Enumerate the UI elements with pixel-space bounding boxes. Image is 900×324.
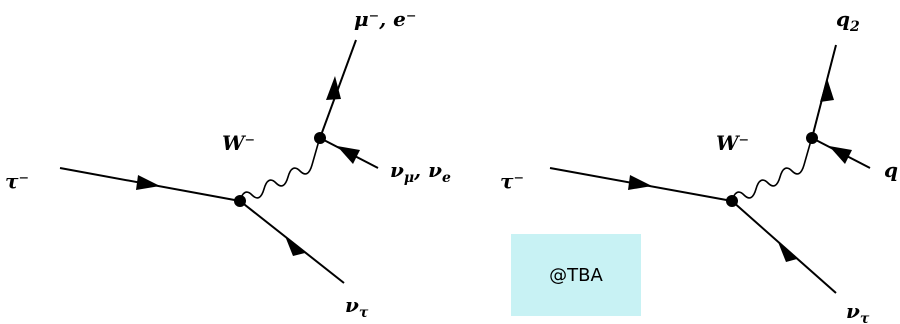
right-nutau-line [731,200,837,294]
left-nutau-arrow [285,236,305,256]
left-w-boson [239,136,321,202]
right-nutau-arrow [778,242,797,262]
left-antinu-arrow [337,146,360,164]
left-nutau-label: ντ [345,293,369,321]
right-vertex-w [806,132,818,144]
right-w-label: W⁻ [716,131,749,155]
left-tau-arrow [136,175,160,190]
right-diagram: τ⁻ W⁻ q2 q ντ [500,7,898,324]
right-tau-label: τ⁻ [500,169,524,193]
left-vertex-main [234,195,246,207]
right-vertex-main [726,195,738,207]
left-lepton-arrow [326,76,341,100]
right-q2-arrow [820,78,834,102]
left-w-label: W⁻ [222,131,255,155]
left-tau-label: τ⁻ [5,169,29,193]
right-q-arrow [829,146,852,164]
right-q-label: q [884,158,898,182]
tba-note-box: @TBA [511,234,641,316]
left-lepton-label: μ⁻, e⁻ [354,7,416,31]
left-diagram: τ⁻ W⁻ μ⁻, e⁻ νμ, νe ντ [5,7,451,321]
right-q2-label: q2 [836,7,860,35]
right-w-boson [731,136,813,202]
left-vertex-w [314,132,326,144]
right-tau-arrow [628,175,652,190]
tba-note-text: @TBA [549,264,603,286]
right-nutau-label: ντ [846,299,870,324]
left-antinu-label: νμ, νe [390,158,451,186]
